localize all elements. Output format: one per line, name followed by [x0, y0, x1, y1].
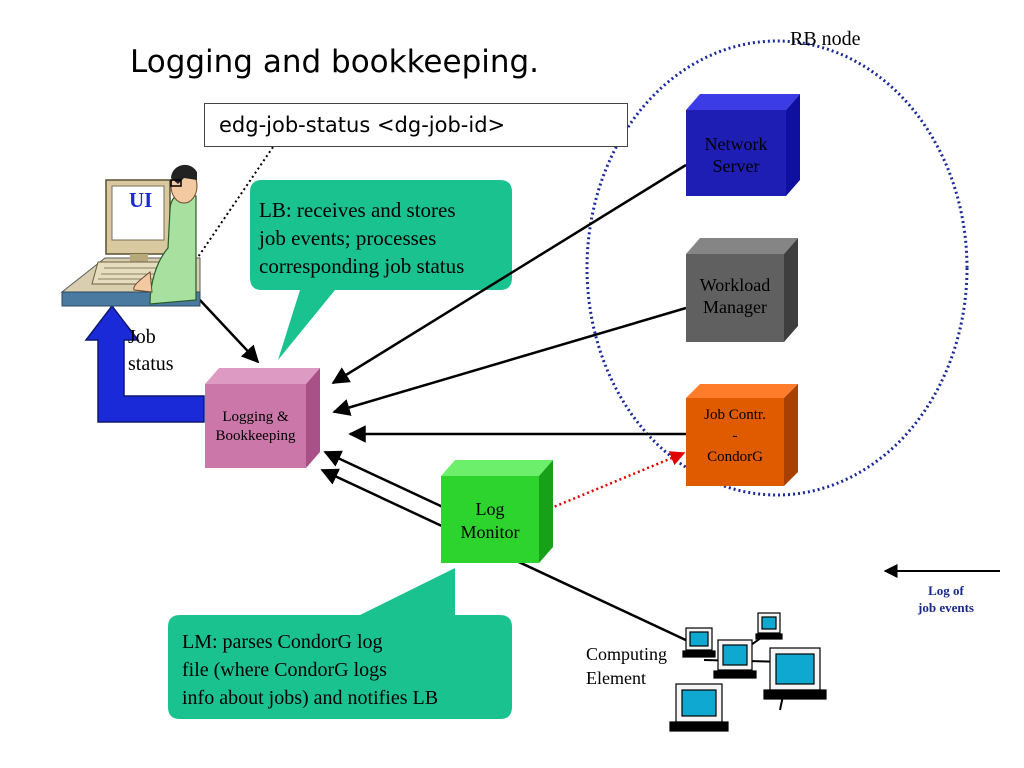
job-status-label: Job status — [128, 324, 174, 378]
workload-manager-node — [686, 238, 798, 342]
network-server-node — [686, 94, 800, 196]
arrow-ns-to-lb — [331, 163, 687, 385]
log-monitor-line-2: Monitor — [460, 522, 520, 542]
ui-label: UI — [129, 188, 153, 212]
logging-bookkeeping-node — [205, 368, 320, 468]
rb-node-label: RB node — [790, 28, 861, 50]
network-server-line-1: Network — [704, 134, 768, 154]
job-status-line-2: status — [128, 353, 174, 375]
log-monitor-node — [441, 460, 553, 563]
page-title: Logging and bookkeeping. — [130, 44, 540, 80]
computing-element-line-2: Element — [586, 668, 646, 688]
network-server-line-2: Server — [712, 156, 760, 176]
lm-callout-line-2: file (where CondorG logs — [182, 659, 387, 681]
legend-line-1: Log of — [928, 583, 964, 598]
log-monitor-line-1: Log — [475, 499, 505, 519]
lb-callout-line-2: job events; processes — [259, 226, 437, 250]
rb-node-boundary — [585, 39, 969, 497]
lm-callout-line-1: LM: parses CondorG log — [182, 631, 383, 653]
logging-bookkeeping-line-1: Logging & — [222, 409, 289, 425]
job-controller-node — [686, 384, 798, 486]
log-monitor-label: Log Monitor — [441, 498, 539, 544]
logging-bookkeeping-line-2: Bookkeeping — [215, 428, 296, 444]
workload-manager-line-1: Workload — [699, 275, 771, 295]
lm-callout — [168, 568, 512, 719]
job-controller-line-2: - — [732, 428, 738, 444]
ui-workstation — [60, 164, 201, 307]
lb-callout — [250, 180, 512, 360]
computing-element-line-1: Computing — [586, 644, 668, 664]
lm-callout-text: LM: parses CondorG log file (where Condo… — [182, 628, 438, 712]
lb-callout-line-3: corresponding job status — [259, 254, 465, 278]
job-controller-label: Job Contr. - CondorG — [686, 405, 784, 468]
lb-callout-text: LB: receives and stores job events; proc… — [259, 196, 464, 280]
legend-label: Log of job events — [896, 582, 996, 616]
workload-manager-line-2: Manager — [703, 297, 767, 317]
job-status-arrow — [84, 304, 205, 423]
command-box: edg-job-status <dg-job-id> — [204, 103, 628, 147]
computing-element-label: Computing Element — [586, 642, 667, 690]
job-controller-line-3: CondorG — [707, 449, 763, 465]
workload-manager-label: Workload Manager — [686, 274, 784, 318]
computing-element — [669, 612, 827, 732]
job-controller-line-1: Job Contr. — [704, 407, 766, 423]
job-status-line-1: Job — [128, 326, 156, 348]
legend-line-2: job events — [918, 600, 974, 615]
arrow-ui-to-lb — [197, 297, 260, 364]
lb-callout-line-1: LB: receives and stores — [259, 198, 456, 222]
lm-callout-line-3: info about jobs) and notifies LB — [182, 687, 439, 709]
logging-bookkeeping-label: Logging & Bookkeeping — [198, 408, 313, 446]
arrow-lm-to-lb — [323, 450, 446, 510]
arrow-wm-to-lb — [332, 306, 687, 416]
network-server-label: Network Server — [686, 133, 786, 177]
arrow-lm-to-jc — [526, 451, 686, 520]
